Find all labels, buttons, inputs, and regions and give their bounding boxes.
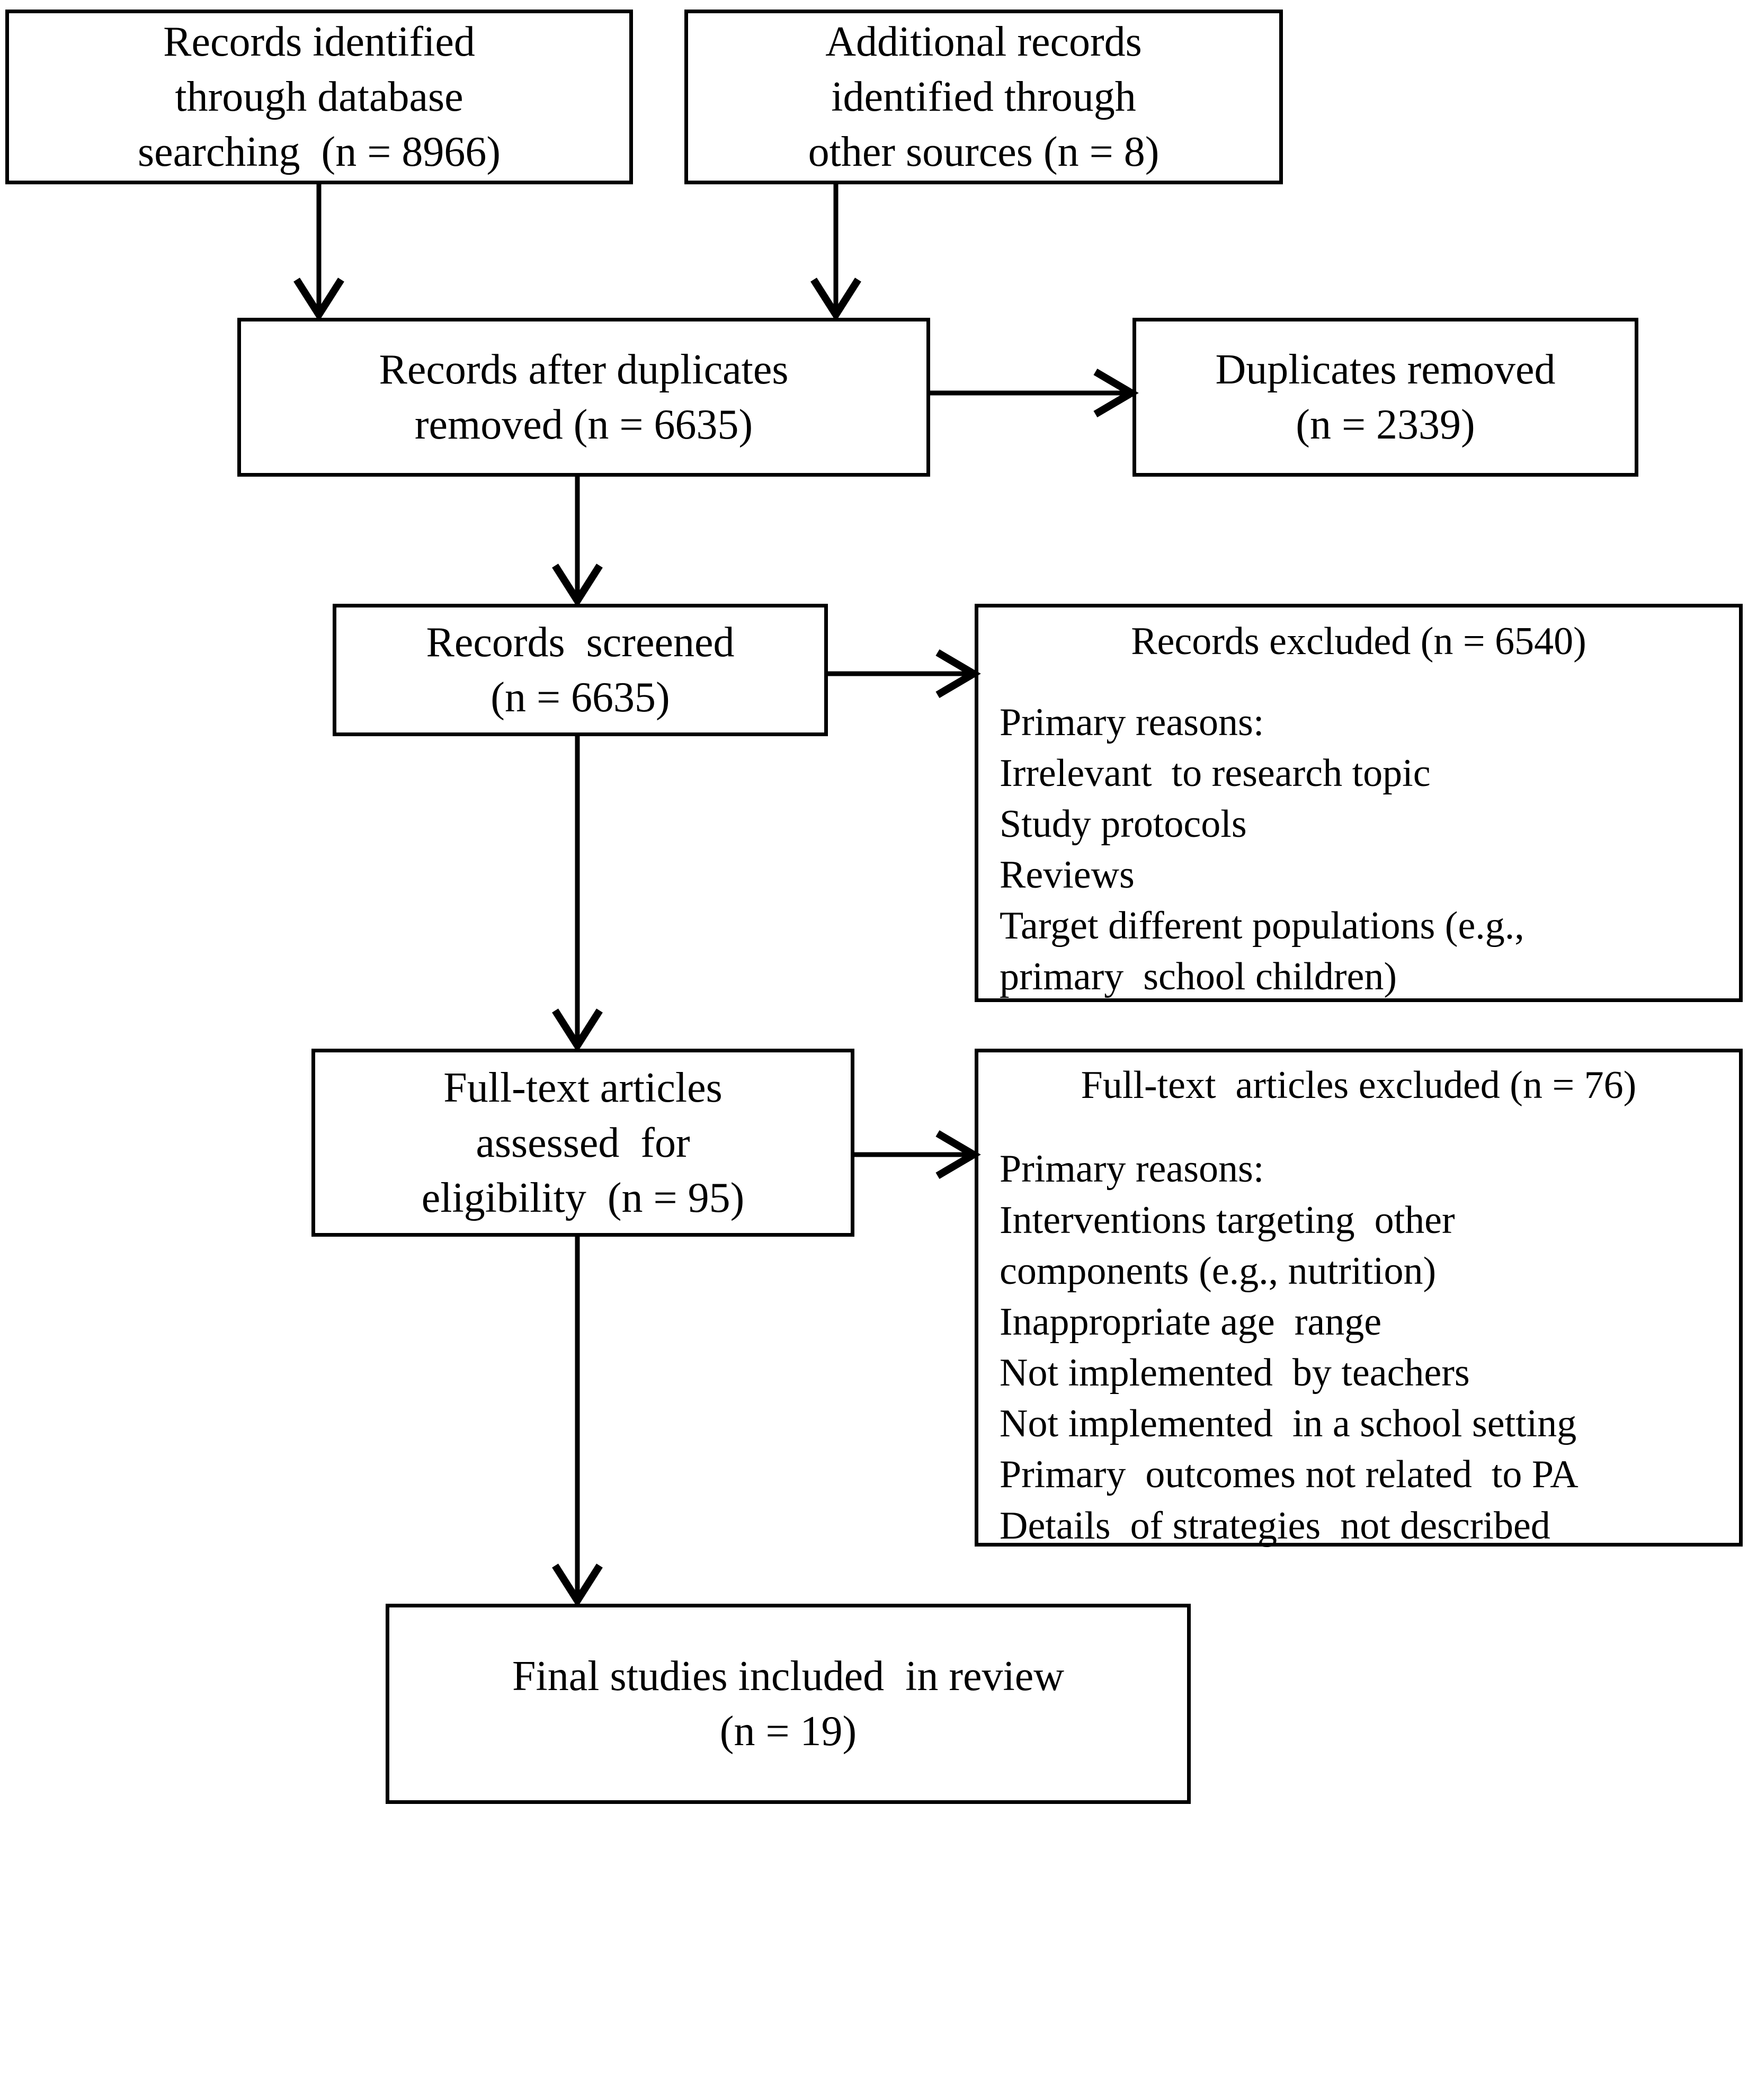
node-fulltext-articles-excluded: Full-text articles excluded (n = 76) Pri…: [975, 1049, 1743, 1548]
reason-item: Target different populations (e.g.,: [1000, 904, 1524, 948]
node-line: Additional records: [825, 19, 1142, 65]
node-line: (n = 6635): [490, 674, 670, 721]
reason-item: Not implemented in a school setting: [1000, 1402, 1577, 1446]
node-line: eligibility (n = 95): [421, 1174, 745, 1221]
reason-item: Reviews: [1000, 853, 1135, 897]
node-records-excluded: Records excluded (n = 6540) Primary reas…: [975, 604, 1743, 1002]
node-final-studies-included: Final studies included in review (n = 19…: [386, 1604, 1191, 1804]
node-line: Records after duplicates: [379, 346, 789, 393]
node-line: Records identified: [163, 19, 475, 65]
node-line: Records excluded (n = 6540): [1131, 620, 1586, 664]
fulltext-excluded-heading: Full-text articles excluded (n = 76): [978, 1060, 1739, 1111]
reason-item: Irrelevant to research topic: [1000, 751, 1431, 795]
records-excluded-heading: Records excluded (n = 6540): [978, 616, 1739, 667]
node-line: assessed for: [476, 1119, 690, 1166]
node-line: Final studies included in review: [512, 1653, 1065, 1700]
node-line: other sources (n = 8): [808, 129, 1160, 175]
node-line: (n = 19): [719, 1708, 857, 1755]
node-line: Duplicates removed: [1215, 346, 1556, 393]
node-duplicates-removed: Duplicates removed (n = 2339): [1132, 318, 1638, 477]
node-fulltext-articles-assessed: Full-text articles assessed for eligibil…: [311, 1049, 854, 1237]
node-records-screened: Records screened (n = 6635): [333, 604, 828, 736]
reason-item: components (e.g., nutrition): [1000, 1249, 1437, 1293]
reason-item: Primary outcomes not related to PA: [1000, 1453, 1578, 1497]
reason-item: Inappropriate age range: [1000, 1300, 1382, 1344]
reason-item: Study protocols: [1000, 802, 1247, 846]
node-line: Full-text articles excluded (n = 76): [1081, 1064, 1637, 1107]
reasons-label: Primary reasons:: [1000, 700, 1264, 744]
node-line: Records screened: [426, 619, 735, 666]
reason-item: primary school children): [1000, 955, 1397, 999]
node-additional-records-other-sources: Additional records identified through ot…: [684, 10, 1283, 184]
node-line: (n = 2339): [1296, 401, 1475, 448]
node-records-after-duplicates-removed: Records after duplicates removed (n = 66…: [237, 318, 930, 477]
reason-item: Not implemented by teachers: [1000, 1351, 1470, 1395]
node-line: identified through: [831, 74, 1136, 120]
node-line: Full-text articles: [443, 1064, 723, 1111]
records-excluded-reasons: Primary reasons: Irrelevant to research …: [978, 697, 1739, 1003]
node-line: removed (n = 6635): [414, 401, 753, 448]
node-line: through database: [175, 74, 463, 120]
reason-item: Interventions targeting other: [1000, 1198, 1455, 1242]
reason-item: Details of strategies not described: [1000, 1504, 1550, 1548]
node-records-identified-database: Records identified through database sear…: [5, 10, 633, 184]
fulltext-excluded-reasons: Primary reasons: Interventions targeting…: [978, 1143, 1739, 1551]
reasons-label: Primary reasons:: [1000, 1147, 1264, 1191]
node-line: searching (n = 8966): [138, 129, 501, 175]
